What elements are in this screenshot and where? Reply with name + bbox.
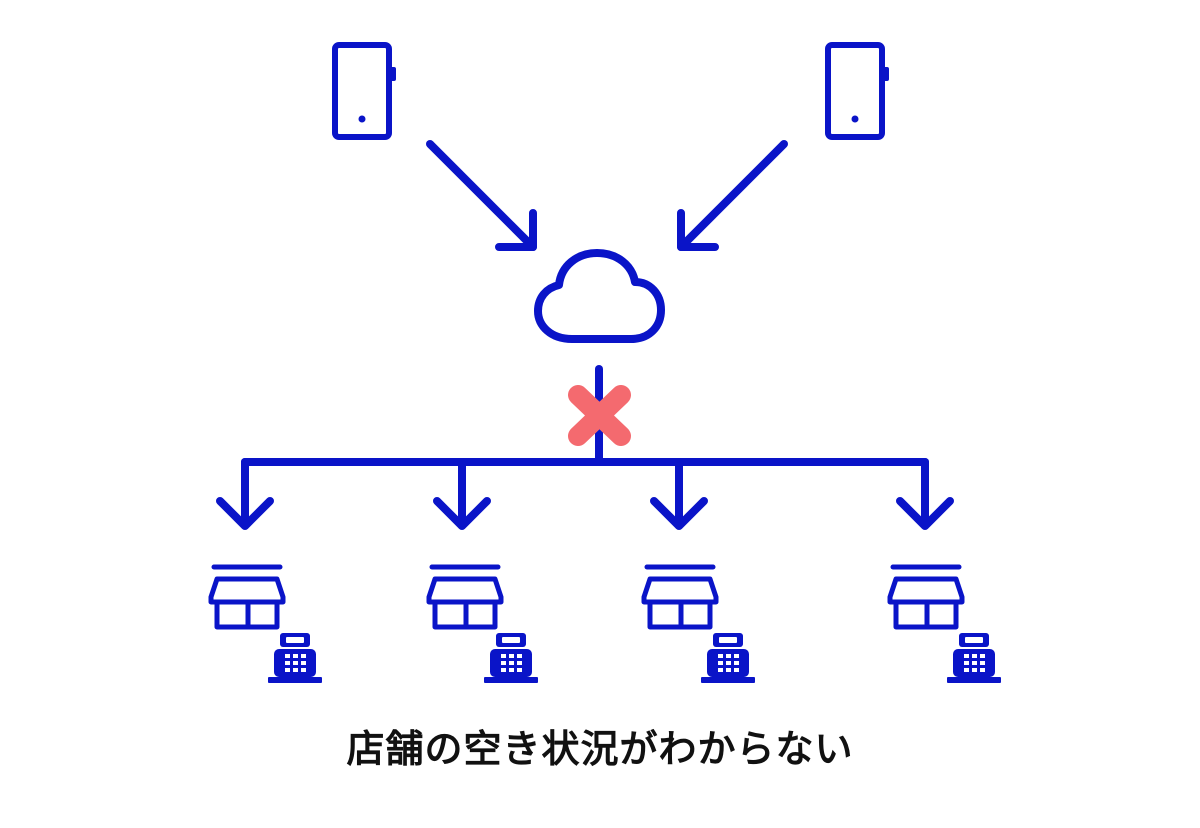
diagram-caption: 店舗の空き状況がわからない [346,727,854,771]
cash-register-icon [947,633,1001,683]
cloud-icon [534,249,665,343]
cash-register-icon [484,633,538,683]
store-icon [429,567,501,627]
connection-bus [241,365,929,466]
store-icon [644,567,716,627]
cash-register-icon [268,633,322,683]
arrow-to-store [433,458,491,530]
arrow-to-store [650,458,708,530]
arrow-left-phone-to-cloud [426,140,537,251]
cash-register-icon [701,633,755,683]
arrow-right-phone-to-cloud [677,140,788,251]
smartphone-icon [828,45,889,137]
store-icon [211,567,283,627]
smartphone-icon [335,45,396,137]
store-icon [890,567,962,627]
arrow-to-store [216,458,274,530]
x-mark-icon [568,385,631,446]
arrow-to-store [896,458,954,530]
